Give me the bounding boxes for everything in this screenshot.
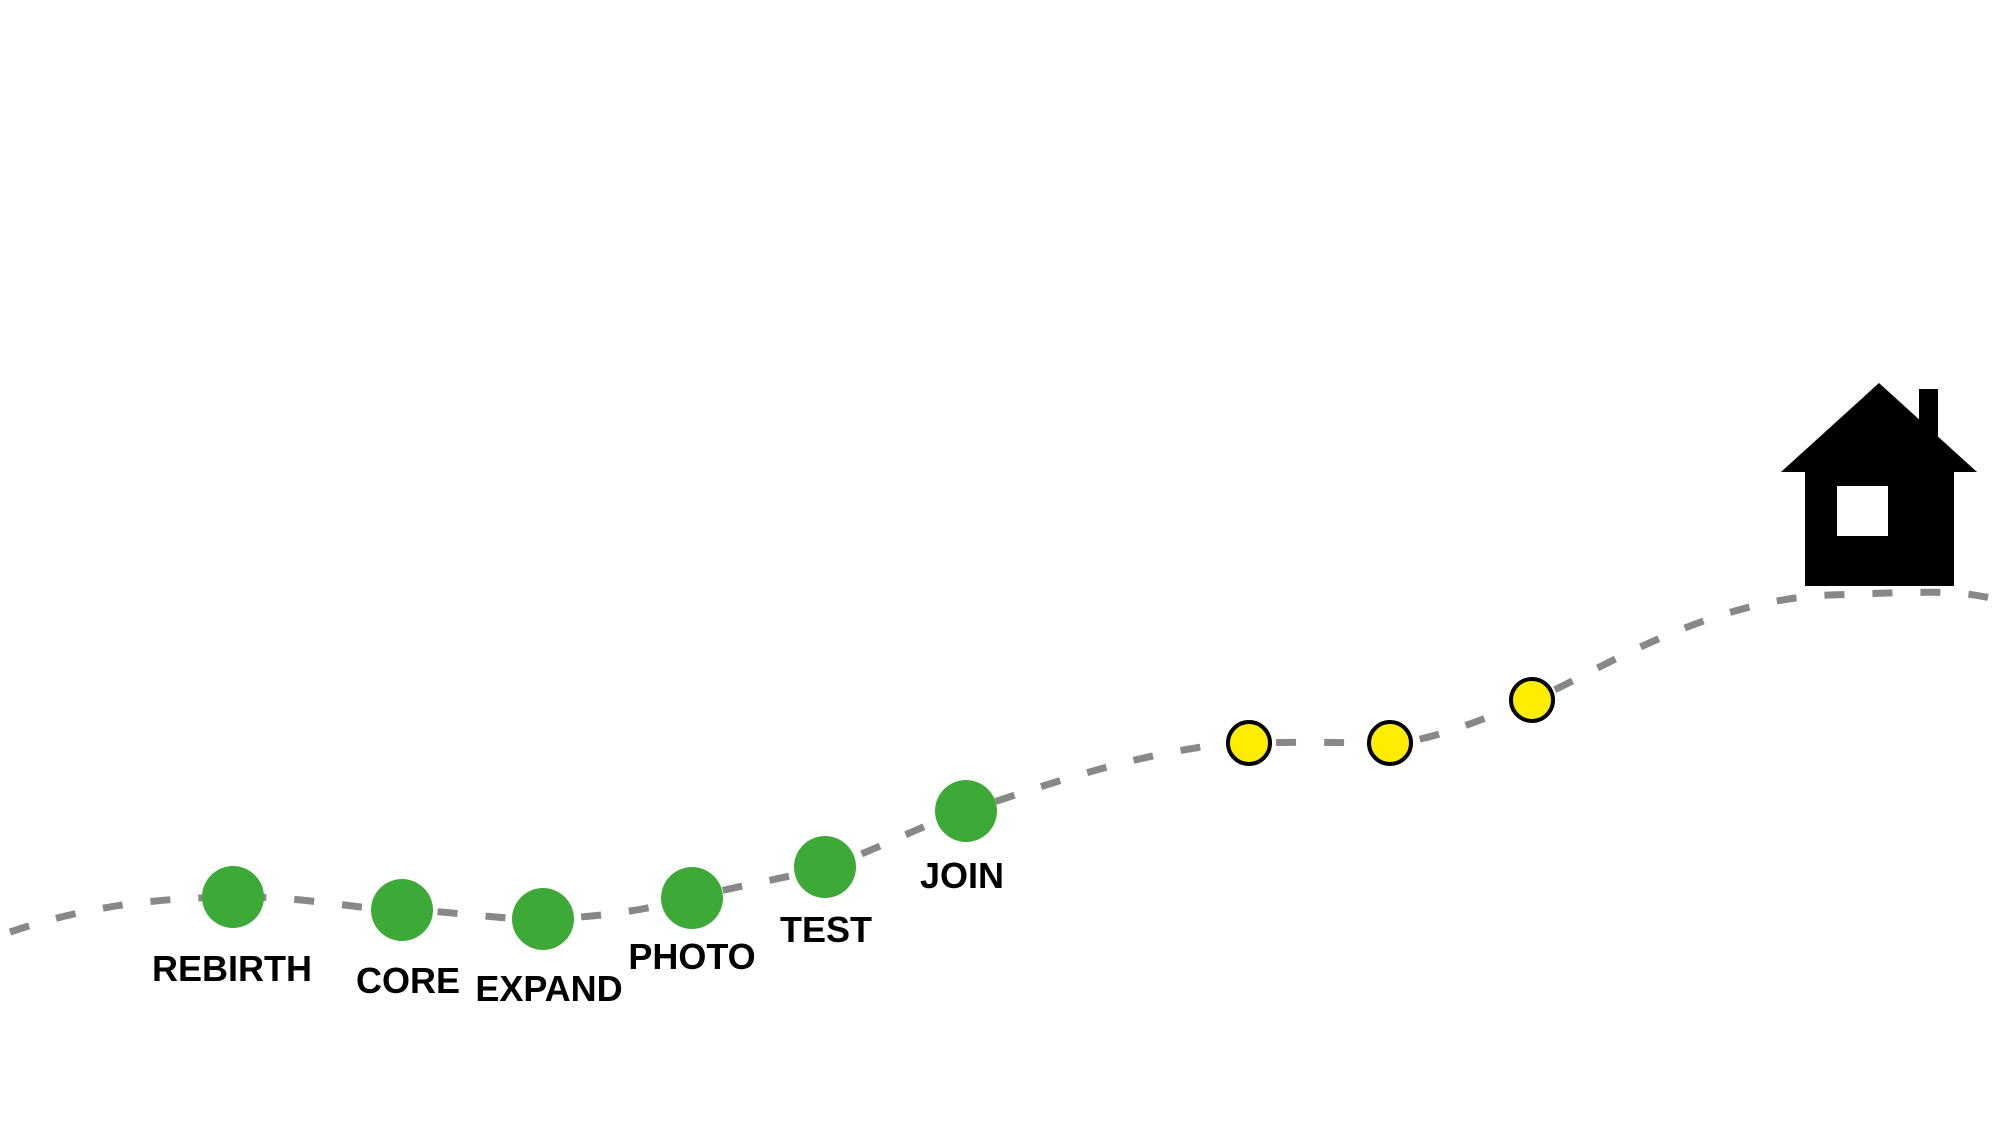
milestone-label-test: TEST [780, 909, 872, 950]
milestone-dot-rebirth [202, 866, 264, 928]
milestone-dot-expand [512, 888, 574, 950]
milestone-label-expand: EXPAND [475, 968, 622, 1009]
house-icon [1781, 383, 1977, 586]
milestone-dot-core [371, 879, 433, 941]
milestone-dot-photo [661, 867, 723, 929]
milestone-dot-test [794, 836, 856, 898]
milestone-label-rebirth: REBIRTH [152, 948, 312, 989]
upcoming-milestones [1226, 677, 1555, 766]
milestone-label-core: CORE [356, 960, 460, 1001]
upcoming-milestone-dot-1 [1226, 720, 1272, 766]
milestone-dot-join [935, 780, 997, 842]
roadmap-path [8, 588, 2001, 936]
upcoming-milestone-dot-2 [1367, 720, 1413, 766]
upcoming-milestone-dot-3 [1509, 677, 1555, 723]
milestone-label-photo: PHOTO [628, 936, 755, 977]
milestone-label-join: JOIN [920, 855, 1004, 896]
